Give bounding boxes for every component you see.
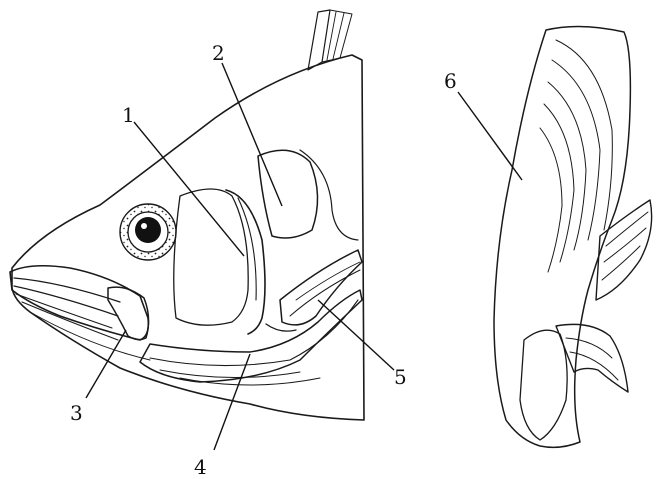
leader-line-5 [318,300,394,370]
fish-head-drawing [10,10,364,420]
label-2: 2 [212,41,225,65]
eye [120,204,176,260]
label-3: 3 [70,401,83,425]
label-4: 4 [194,455,207,479]
maxilla [108,287,149,339]
interopercle [140,290,362,382]
label-6: 6 [444,69,457,93]
preopercle [226,190,265,334]
leader-line-6 [458,92,522,180]
label-1: 1 [122,103,135,127]
label-5: 5 [394,365,407,389]
leader-line-2 [222,63,282,206]
opercle [258,150,318,238]
leader-line-3 [86,330,126,398]
leader-line-4 [214,354,250,450]
jaw-lips [10,266,150,360]
opercular-bone-drawing [494,26,652,447]
head-outline [12,55,364,420]
